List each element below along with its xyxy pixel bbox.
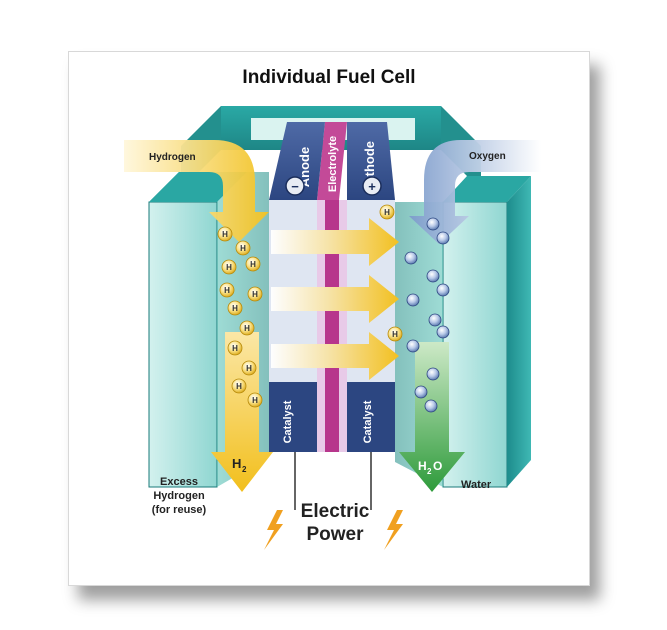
- electrolyte-label: Electrolyte: [327, 136, 339, 192]
- hydrogen-atom: H: [379, 204, 395, 220]
- svg-text:Excess: Excess: [160, 476, 198, 488]
- svg-text:−: −: [291, 179, 299, 194]
- svg-text:H: H: [384, 208, 390, 217]
- oxygen-atom: [426, 217, 440, 231]
- svg-text:H: H: [226, 263, 232, 272]
- hydrogen-atom: H: [227, 300, 243, 316]
- catalyst-label-right: Catalyst: [362, 400, 374, 443]
- proton-arrow-3: [271, 332, 399, 380]
- lightning-icon-right: [384, 510, 403, 550]
- svg-text:H: H: [236, 382, 242, 391]
- external-circuit-wires: [294, 452, 372, 510]
- anode-terminal-icon: −: [285, 176, 305, 196]
- oxygen-atom: [404, 251, 418, 265]
- svg-text:H: H: [232, 344, 238, 353]
- hydrogen-atom: H: [245, 256, 261, 272]
- svg-text:H: H: [252, 396, 258, 405]
- hydrogen-label: Hydrogen: [149, 152, 196, 163]
- oxygen-atom: [426, 269, 440, 283]
- fuel-cell-diagram: Individual Fuel Cell: [124, 67, 541, 550]
- water-outlet-arrow: [399, 342, 465, 492]
- electric-power-label: Electric Power: [301, 501, 370, 545]
- hydrogen-atom: H: [221, 259, 237, 275]
- h2-formula: H 2: [232, 456, 247, 474]
- svg-text:H: H: [392, 330, 398, 339]
- hydrogen-atom: H: [387, 326, 403, 342]
- oxygen-inlet-arrow: [409, 140, 541, 244]
- svg-text:H: H: [244, 324, 250, 333]
- hydrogen-atom: H: [247, 392, 263, 408]
- svg-text:Hydrogen: Hydrogen: [153, 490, 205, 502]
- svg-text:H: H: [246, 364, 252, 373]
- svg-text:H: H: [224, 286, 230, 295]
- svg-text:H: H: [240, 244, 246, 253]
- water-label: Water: [461, 479, 492, 491]
- oxygen-atom: [424, 399, 438, 413]
- oxygen-label: Oxygen: [469, 151, 506, 162]
- oxygen-atom: [426, 367, 440, 381]
- svg-text:H: H: [232, 456, 241, 471]
- oxygen-atom: [406, 339, 420, 353]
- proton-flow-arrows: [271, 218, 399, 380]
- hydrogen-atom: H: [231, 378, 247, 394]
- svg-text:Power: Power: [306, 524, 364, 545]
- hydrogen-atom: H: [247, 286, 263, 302]
- oxygen-atom: [414, 385, 428, 399]
- svg-text:H: H: [222, 230, 228, 239]
- svg-text:H: H: [418, 459, 427, 473]
- svg-text:O: O: [433, 459, 442, 473]
- oxygen-atom: [436, 231, 450, 245]
- proton-arrow-1: [271, 218, 399, 266]
- excess-hydrogen-arrow: [211, 332, 273, 492]
- svg-text:H: H: [250, 260, 256, 269]
- svg-text:2: 2: [242, 465, 247, 474]
- hydrogen-atom: H: [217, 226, 233, 242]
- hydrogen-atom: H: [241, 360, 257, 376]
- svg-text:(for reuse): (for reuse): [152, 504, 207, 516]
- lightning-icon-left: [264, 510, 283, 550]
- hydrogen-atom: H: [239, 320, 255, 336]
- proton-arrow-2: [271, 275, 399, 323]
- h2o-formula: H 2 O: [418, 459, 442, 476]
- left-end-plate: [148, 172, 247, 488]
- catalyst-label-left: Catalyst: [282, 400, 294, 443]
- oxygen-atom: [406, 293, 420, 307]
- diagram-card: Individual Fuel Cell: [68, 51, 590, 586]
- svg-text:Electric: Electric: [301, 501, 370, 522]
- oxygen-atom: [436, 283, 450, 297]
- anode-label: Anode: [297, 147, 312, 187]
- hydrogen-atom: H: [235, 240, 251, 256]
- svg-text:+: +: [368, 179, 376, 194]
- hydrogen-atom: H: [227, 340, 243, 356]
- svg-text:H: H: [232, 304, 238, 313]
- svg-text:2: 2: [427, 467, 432, 476]
- svg-text:H: H: [252, 290, 258, 299]
- excess-hydrogen-label: Excess Hydrogen (for reuse): [152, 476, 207, 516]
- hydrogen-inlet-arrow: [124, 140, 269, 242]
- oxygen-atom: [436, 325, 450, 339]
- diagram-title: Individual Fuel Cell: [242, 67, 415, 88]
- oxygen-atom: [428, 313, 442, 327]
- right-end-plate: [442, 176, 531, 488]
- hydrogen-atom: H: [219, 282, 235, 298]
- cathode-terminal-icon: +: [362, 176, 382, 196]
- oxygen-atoms: [404, 217, 450, 413]
